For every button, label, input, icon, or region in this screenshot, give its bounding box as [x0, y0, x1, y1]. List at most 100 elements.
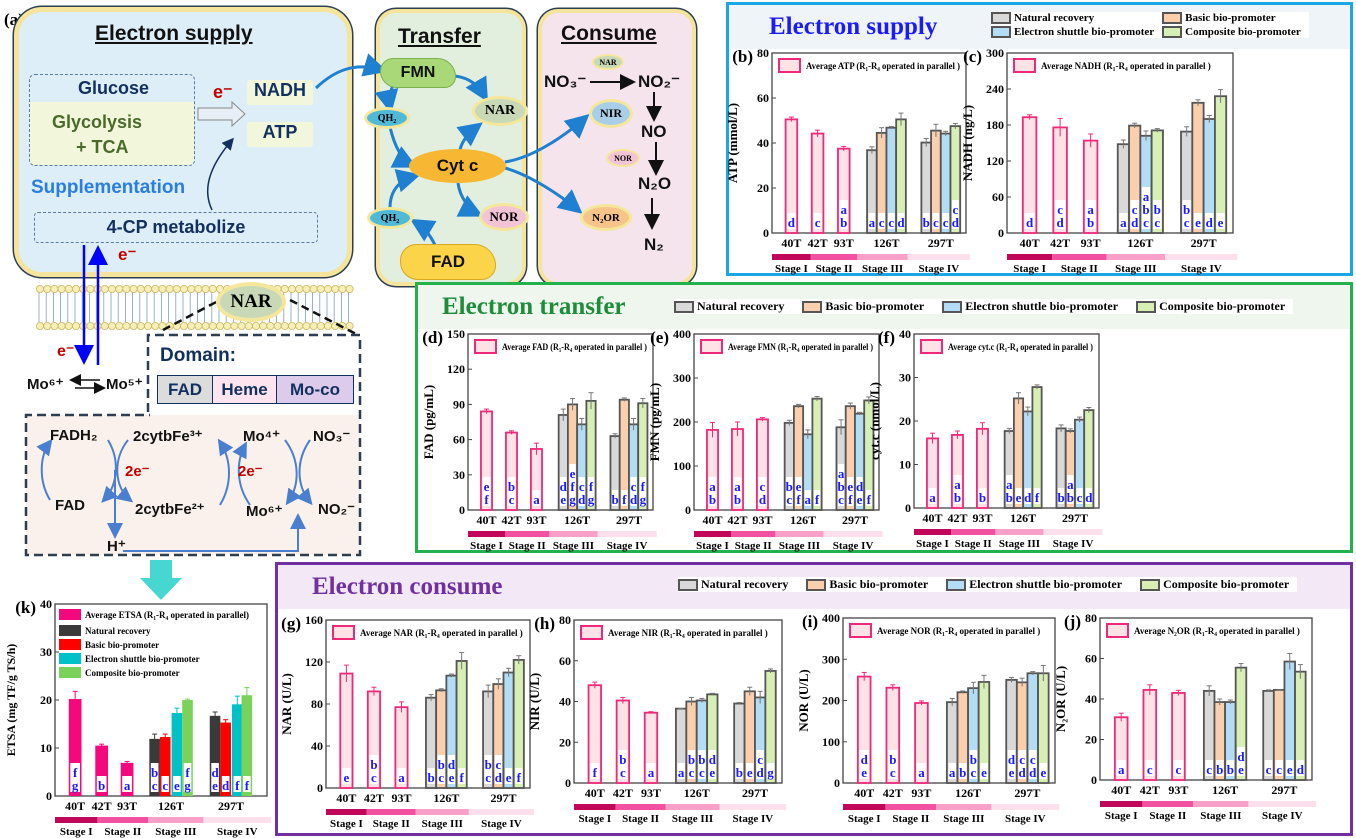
- x-tick-label: 126T: [684, 786, 710, 800]
- significance-letter: c: [1019, 752, 1025, 767]
- letter-box: [618, 750, 628, 779]
- significance-letter: d: [1026, 215, 1034, 230]
- legend-average: Average N₂OR (R₁-R₄ operated in parallel…: [1134, 626, 1300, 636]
- panel-label: (b): [732, 47, 753, 66]
- significance-letter: c: [760, 479, 766, 494]
- significance-letter: e: [449, 770, 455, 785]
- x-tick-label: 40T: [781, 236, 801, 250]
- significance-letter: e: [709, 765, 715, 780]
- stage-label: Stage II: [509, 540, 546, 552]
- letter-box: [1085, 488, 1092, 504]
- stage-label: Stage IV: [607, 540, 648, 552]
- significance-letter: d: [578, 492, 586, 507]
- significance-letter: f: [570, 479, 575, 494]
- significance-letter: e: [484, 479, 490, 494]
- letter-box: [1076, 488, 1083, 504]
- y-tick-label: 0: [317, 781, 323, 795]
- letter-box: [369, 755, 379, 784]
- atp-box: ATP: [247, 122, 313, 147]
- significance-letter: b: [508, 479, 515, 494]
- stage-bar: [468, 809, 535, 815]
- hollow-arrow: [197, 100, 246, 128]
- x-tick-label: 93T: [834, 236, 854, 250]
- legend-natural: Natural recovery: [991, 12, 1162, 24]
- letter-box: [1264, 760, 1273, 776]
- domain-heme: Heme: [213, 376, 277, 403]
- x-tick-label: 42T: [727, 513, 747, 527]
- letter-box: [1285, 760, 1294, 776]
- significance-letter: c: [689, 765, 695, 780]
- letter-box: [341, 768, 352, 784]
- significance-letter: c: [162, 778, 168, 793]
- significance-letter: c: [509, 492, 515, 507]
- significance-letter: c: [1266, 762, 1272, 777]
- stage-label: Stage IV: [481, 818, 522, 830]
- significance-letter: a: [398, 770, 405, 785]
- y-tick-label: 150: [447, 327, 465, 341]
- cytc-to-nor-arrow: [456, 182, 484, 217]
- letter-box: [735, 763, 744, 779]
- electron-label: e⁻: [213, 82, 233, 102]
- y-tick-label: 60: [757, 91, 769, 105]
- letter-box: [1119, 213, 1128, 229]
- fe2-to-fe3-arrow: [217, 438, 234, 506]
- legend-series: Composite bio-promoter: [85, 668, 180, 678]
- letter-box: [953, 475, 962, 504]
- y-tick-label: 80: [311, 697, 323, 711]
- significance-letter: b: [688, 752, 695, 767]
- significance-letter: b: [1227, 762, 1234, 777]
- y-tick-label: 20: [40, 693, 52, 707]
- stage-label: Stage IV: [919, 263, 960, 275]
- y-tick-label: 20: [1085, 733, 1097, 747]
- legend-label: Composite bio-promoter: [1163, 577, 1290, 591]
- significance-letter: e: [861, 765, 867, 780]
- significance-letter: a: [709, 479, 716, 494]
- group-bar: [159, 736, 171, 796]
- legend-swatch-average: [920, 339, 943, 354]
- letter-box: [1007, 750, 1016, 779]
- x-tick-label: 42T: [1050, 236, 1070, 250]
- significance-letter: d: [856, 479, 864, 494]
- electron-label-2: e⁻: [118, 245, 137, 264]
- letter-box: [515, 768, 523, 784]
- legend-swatch: [59, 653, 81, 664]
- significance-letter: b: [837, 479, 844, 494]
- stage-bar: [1106, 254, 1166, 260]
- stage-bar: [907, 254, 970, 260]
- significance-letter: d: [448, 757, 456, 772]
- cytc-to-n2or-arrow: [504, 166, 583, 214]
- y-tick-label: 30: [40, 645, 52, 659]
- letter-box: [887, 750, 898, 779]
- y-tick-label: 60: [453, 433, 465, 447]
- letter-box: [183, 763, 192, 792]
- nar-transfer: NAR: [472, 96, 528, 126]
- stage-bar: [1165, 254, 1238, 260]
- significance-letter: e: [1238, 762, 1244, 777]
- letter-box: [1024, 488, 1031, 504]
- letter-box: [980, 763, 988, 779]
- legend-swatch: [59, 625, 81, 636]
- letter-box: [958, 763, 967, 779]
- legend-label: Basic bio-promoter: [1185, 12, 1276, 24]
- x-tick-label: 42T: [364, 791, 384, 805]
- letter-box: [804, 490, 811, 506]
- legend-swatch-average: [1013, 58, 1036, 73]
- letter-box: [928, 488, 937, 504]
- stage-bar: [731, 531, 776, 537]
- panel-label: (h): [534, 614, 555, 633]
- letter-box: [1028, 750, 1037, 779]
- y-tick-label: 40: [1085, 692, 1097, 706]
- legend-average: Average ETSA (R₁-R₄ operated in parallel…: [85, 610, 249, 620]
- stage-bar: [1052, 254, 1107, 260]
- significance-letter: d: [1206, 215, 1214, 230]
- stage-bar: [775, 531, 824, 537]
- significance-letter: b: [840, 215, 847, 230]
- mo4-to-mo6-arrow: [284, 439, 302, 506]
- letter-box: [1215, 760, 1224, 776]
- group-bar: [171, 712, 183, 796]
- significance-letter: f: [589, 479, 594, 494]
